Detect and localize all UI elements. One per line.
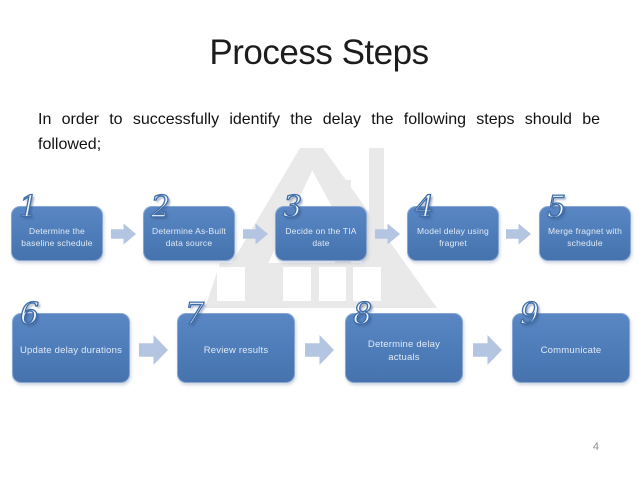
step-box-3: 3 Decide on the TIA date — [275, 192, 367, 261]
right-block-arrow-icon — [139, 333, 168, 367]
step-number: 6 — [19, 297, 40, 332]
step-number: 5 — [546, 190, 567, 225]
step-number: 4 — [414, 190, 435, 225]
step-label: Determine the baseline schedule — [21, 225, 93, 248]
page-title: Process Steps — [209, 33, 429, 72]
right-block-arrow-icon — [111, 222, 136, 246]
step-box-9: 9 Communicate — [512, 299, 630, 383]
page-number: 4 — [592, 441, 599, 453]
step-number: 2 — [150, 190, 171, 225]
step-label: Determine As-Built data source — [152, 225, 226, 248]
step-number: 3 — [282, 190, 303, 225]
step-number: 9 — [519, 297, 540, 332]
right-block-arrow-icon — [305, 333, 334, 367]
step-label: Decide on the TIA date — [285, 225, 357, 248]
step-number: 7 — [184, 297, 205, 332]
step-number: 8 — [352, 297, 373, 332]
step-box-1: 1 Determine the baseline schedule — [11, 192, 103, 261]
intro-line-2: followed; — [38, 136, 102, 153]
right-block-arrow-icon — [506, 222, 531, 246]
intro-text: In order to successfully identify the de… — [38, 107, 600, 157]
right-block-arrow-icon — [243, 222, 268, 246]
step-box-7: 7 Review results — [177, 299, 295, 383]
step-box-5: 5 Merge fragnet with schedule — [539, 192, 631, 261]
step-label: Model delay using fragnet — [417, 225, 489, 248]
step-box-2: 2 Determine As-Built data source — [143, 192, 235, 261]
step-number: 1 — [18, 190, 39, 225]
step-box-8: 8 Determine delay actuals — [345, 299, 463, 383]
step-label: Review results — [203, 345, 269, 357]
step-box-6: 6 Update delay durations — [12, 299, 130, 383]
step-label: Update delay durations — [19, 345, 123, 357]
step-box-4: 4 Model delay using fragnet — [407, 192, 499, 261]
intro-line-1: In order to successfully identify the de… — [38, 111, 600, 128]
step-label: Merge fragnet with schedule — [548, 225, 622, 248]
step-label: Communicate — [540, 345, 602, 357]
right-block-arrow-icon — [375, 222, 400, 246]
step-label: Determine delay actuals — [367, 338, 441, 363]
right-block-arrow-icon — [473, 333, 502, 367]
